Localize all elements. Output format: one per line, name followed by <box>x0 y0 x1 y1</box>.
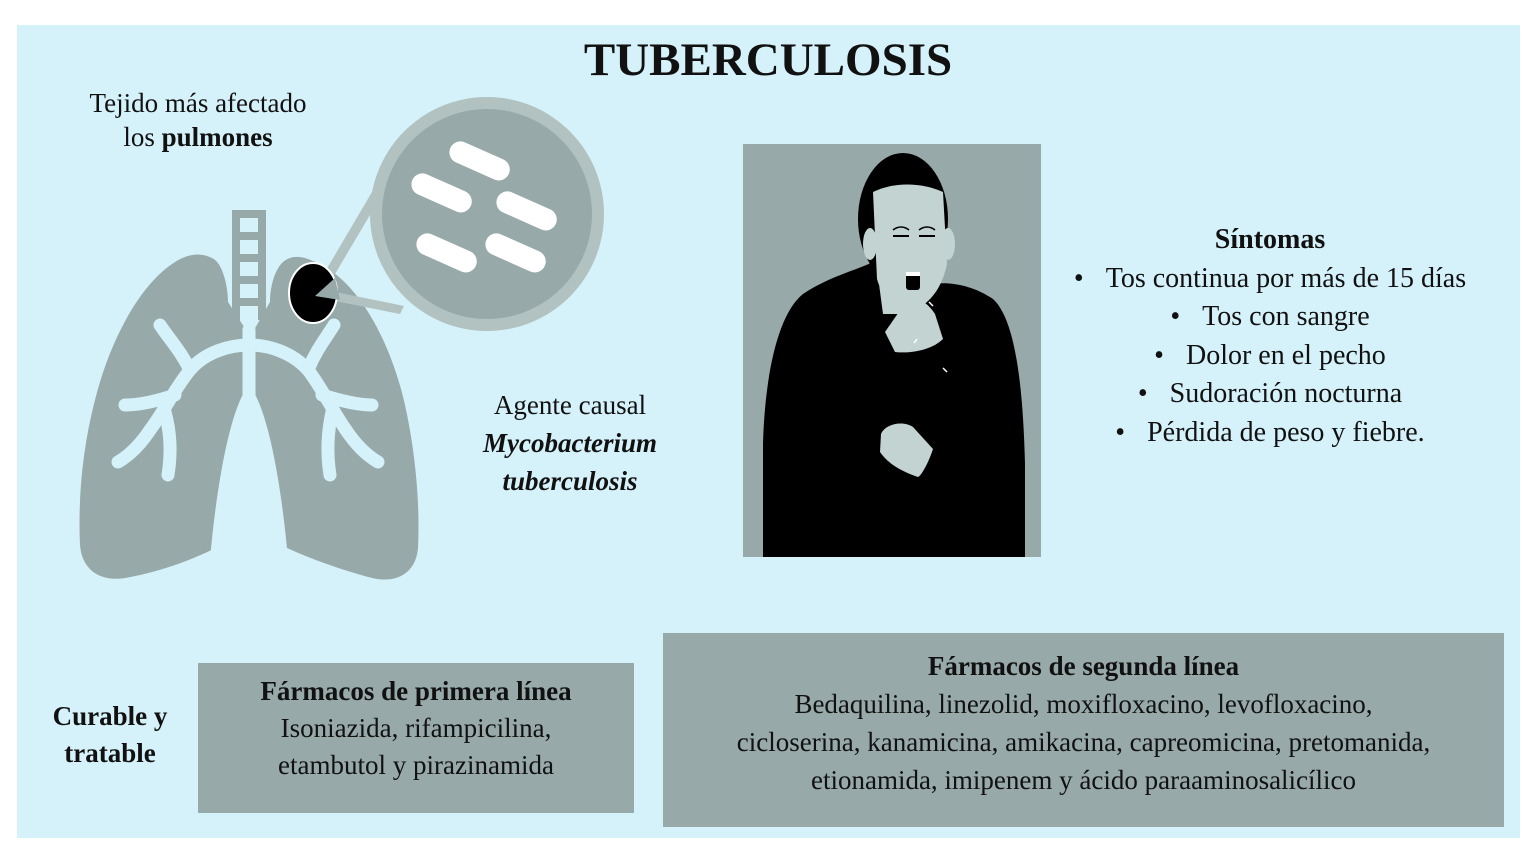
symptom-item: Tos continua por más de 15 días <box>1030 260 1510 299</box>
tissue-organ: pulmones <box>161 122 273 152</box>
curable-label: Curable y tratable <box>30 698 190 772</box>
affected-tissue-label: Tejido más afectado los pulmones <box>48 86 348 154</box>
page-title: TUBERCULOSIS <box>583 34 953 86</box>
symptom-item: Tos con sangre <box>1030 298 1510 337</box>
first-line-drugs-box: Fármacos de primera línea Isoniazida, ri… <box>198 663 634 813</box>
trachea-icon <box>232 210 266 320</box>
first-line-heading: Fármacos de primera línea <box>260 676 572 706</box>
curable-line2: tratable <box>64 738 156 768</box>
agent-label: Agente causal <box>493 390 647 420</box>
symptoms-heading: Síntomas <box>1214 224 1326 255</box>
agent-species-genus: Mycobacterium <box>483 428 657 458</box>
symptom-item: Dolor en el pecho <box>1030 337 1510 376</box>
second-line-heading: Fármacos de segunda línea <box>927 651 1240 681</box>
curable-line1: Curable y <box>52 701 168 731</box>
coughing-person-illustration <box>743 144 1041 557</box>
symptom-item: Sudoración nocturna <box>1030 375 1510 414</box>
bacteria-magnifier-icon <box>370 97 604 331</box>
symptom-item: Pérdida de peso y fiebre. <box>1030 414 1510 453</box>
causal-agent-label: Agente causal Mycobacterium tuberculosis <box>440 386 700 500</box>
tissue-line1: Tejido más afectado <box>89 88 307 118</box>
symptoms-list: Síntomas Tos continua por más de 15 días… <box>1030 221 1510 452</box>
lungs-icon <box>79 97 604 580</box>
tissue-line2-prefix: los <box>123 122 162 152</box>
first-line-drugs-line: etambutol y pirazinamida <box>278 750 554 780</box>
second-line-drugs-line: cicloserina, kanamicina, amikacina, capr… <box>736 727 1431 757</box>
second-line-drugs-line: etionamida, imipenem y ácido paraaminosa… <box>810 765 1357 795</box>
second-line-drugs-line: Bedaquilina, linezolid, moxifloxacino, l… <box>794 689 1373 719</box>
agent-species-epithet: tuberculosis <box>502 466 638 496</box>
first-line-drugs-line: Isoniazida, rifampicilina, <box>280 713 552 743</box>
second-line-drugs-box: Fármacos de segunda línea Bedaquilina, l… <box>663 633 1504 827</box>
